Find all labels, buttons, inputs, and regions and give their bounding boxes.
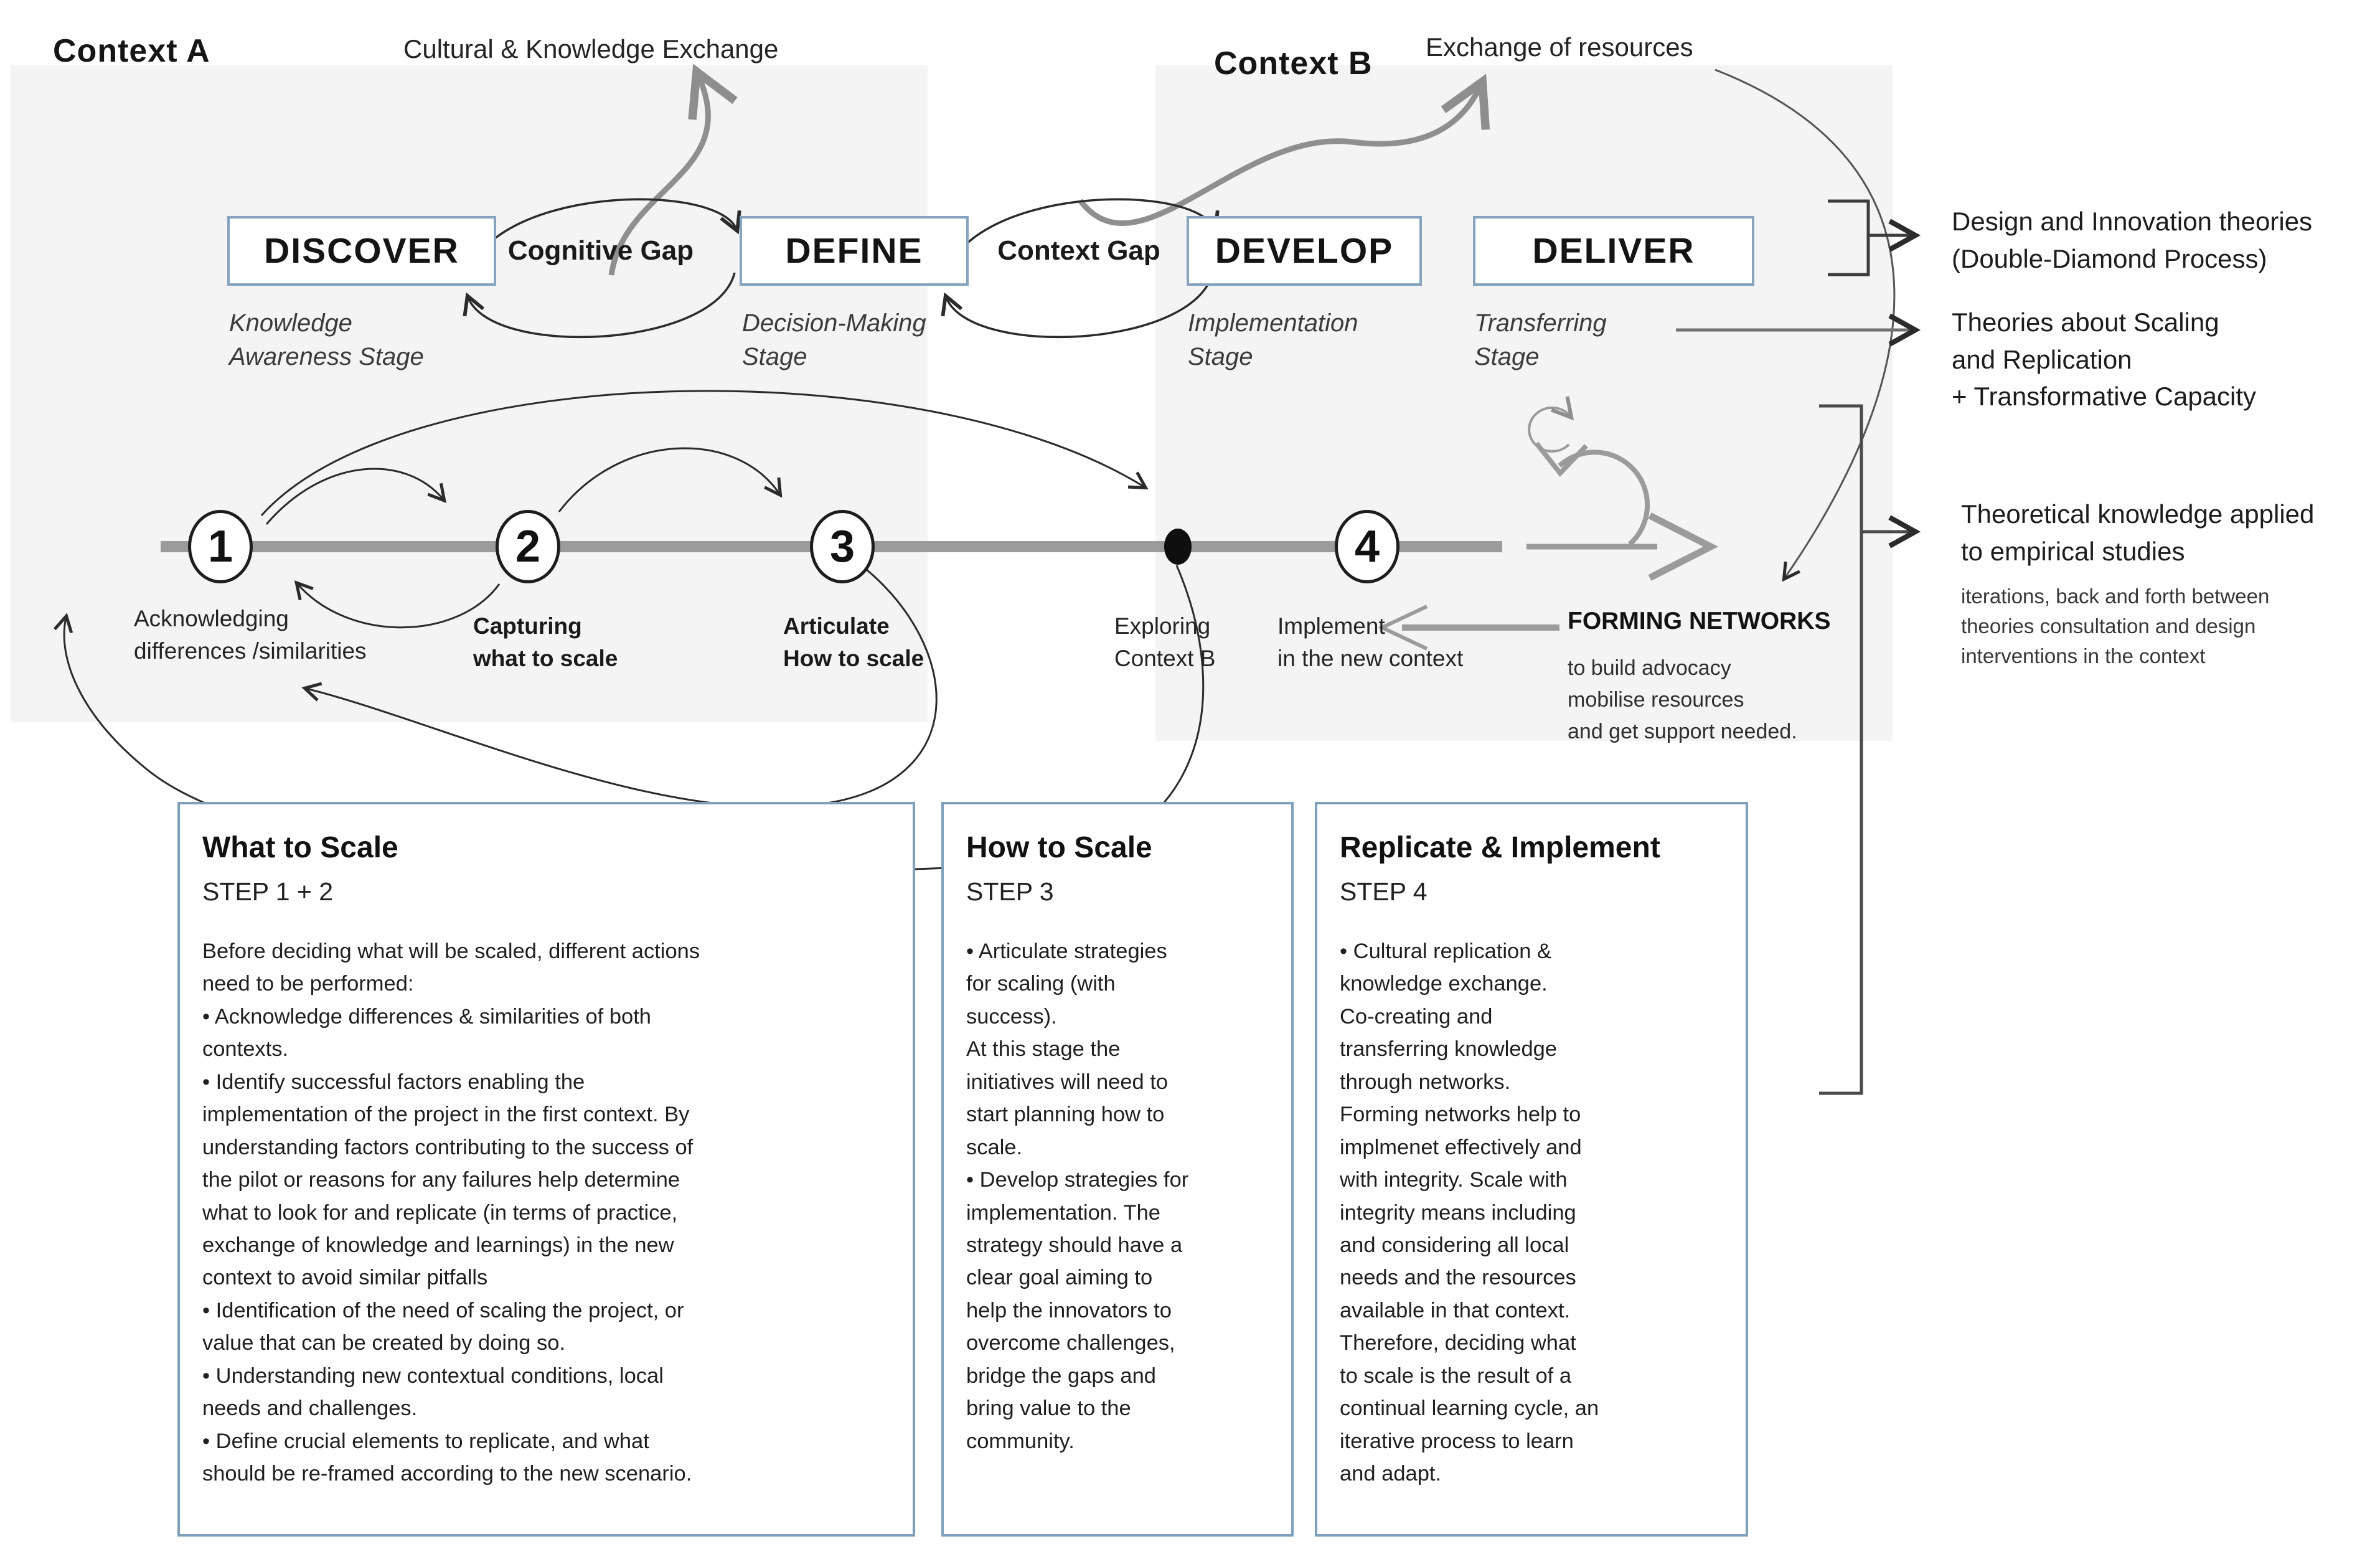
iteration-loop-icon <box>1528 396 1650 546</box>
phase-discover: DISCOVER <box>227 216 496 286</box>
timeline-exploring-dot <box>1164 529 1192 565</box>
phase-define: DEFINE <box>740 216 969 286</box>
forming-networks-title: FORMING NETWORKS <box>1568 608 1831 634</box>
annotation-scaling-theories: Theories about Scaling and Replication +… <box>1952 308 2257 412</box>
timeline-step-2: 2 <box>496 510 560 583</box>
cognitive-gap-label: Cognitive Gap <box>507 235 694 266</box>
annotation-design-theories: Design and Innovation theories (Double-D… <box>1952 207 2313 273</box>
forming-networks-arrow-icon <box>1377 605 1559 651</box>
card-title: Replicate & Implement <box>1340 831 1660 864</box>
card-step: STEP 3 <box>966 877 1054 906</box>
resource-exchange-label: Exchange of resources <box>1426 32 1693 62</box>
resources-to-networks-arrow <box>1714 68 1896 582</box>
timeline-step-1: 1 <box>188 510 253 583</box>
annotation-applied-note: iterations, back and forth between theor… <box>1961 585 2270 667</box>
cultural-exchange-arrow <box>608 64 738 276</box>
design-theories-bracket <box>1828 199 1921 276</box>
context-a-title: Context A <box>53 33 210 69</box>
timeline-step-4: 4 <box>1335 510 1399 583</box>
card-body: • Cultural replication & knowledge excha… <box>1340 939 1599 1486</box>
context-a-background <box>11 65 928 722</box>
card-what-to-scale: What to Scale STEP 1 + 2 Before deciding… <box>177 802 915 1537</box>
phase-deliver: DELIVER <box>1473 216 1754 286</box>
resource-exchange-arrow <box>1078 73 1490 226</box>
forming-networks-note: to build advocacy mobilise resources and… <box>1568 656 1797 743</box>
card-title: What to Scale <box>202 831 398 864</box>
label-step-3: Articulate How to scale <box>783 613 924 671</box>
context-gap-cycle-arrows <box>941 198 1220 339</box>
annotation-applied-heading: Theoretical knowledge applied to empiric… <box>1961 499 2315 566</box>
cultural-exchange-label: Cultural & Knowledge Exchange <box>403 34 779 64</box>
stage-implementation: Implementation Stage <box>1188 309 1358 370</box>
label-step-2: Capturing what to scale <box>473 613 618 671</box>
phase-develop: DEVELOP <box>1187 216 1422 286</box>
card-step: STEP 1 + 2 <box>202 877 334 906</box>
applied-knowledge-bracket <box>1819 404 1921 1095</box>
card-how-to-scale: How to Scale STEP 3 • Articulate strateg… <box>941 802 1294 1537</box>
timeline-step-3: 3 <box>810 510 875 583</box>
card-body: • Articulate strategies for scaling (wit… <box>966 939 1189 1453</box>
label-exploring-context-b: Exploring Context B <box>1114 613 1216 671</box>
stage-transferring: Transferring Stage <box>1474 309 1607 370</box>
card-step: STEP 4 <box>1340 877 1428 906</box>
timeline-continuation-arrow-icon <box>1526 512 1719 581</box>
label-step-1: Acknowledging differences /similarities <box>134 606 367 664</box>
stage-knowledge-awareness: Knowledge Awareness Stage <box>229 309 424 370</box>
context-b-title: Context B <box>1214 45 1373 82</box>
label-step-4: Implement in the new context <box>1277 613 1464 671</box>
stage-decision-making: Decision-Making Stage <box>742 309 926 370</box>
cognitive-gap-cycle-arrows <box>463 198 741 339</box>
card-body: Before deciding what will be scaled, dif… <box>202 939 700 1486</box>
card-title: How to Scale <box>966 831 1152 864</box>
context-gap-label: Context Gap <box>997 235 1160 266</box>
card-replicate-implement: Replicate & Implement STEP 4 • Cultural … <box>1315 802 1748 1537</box>
